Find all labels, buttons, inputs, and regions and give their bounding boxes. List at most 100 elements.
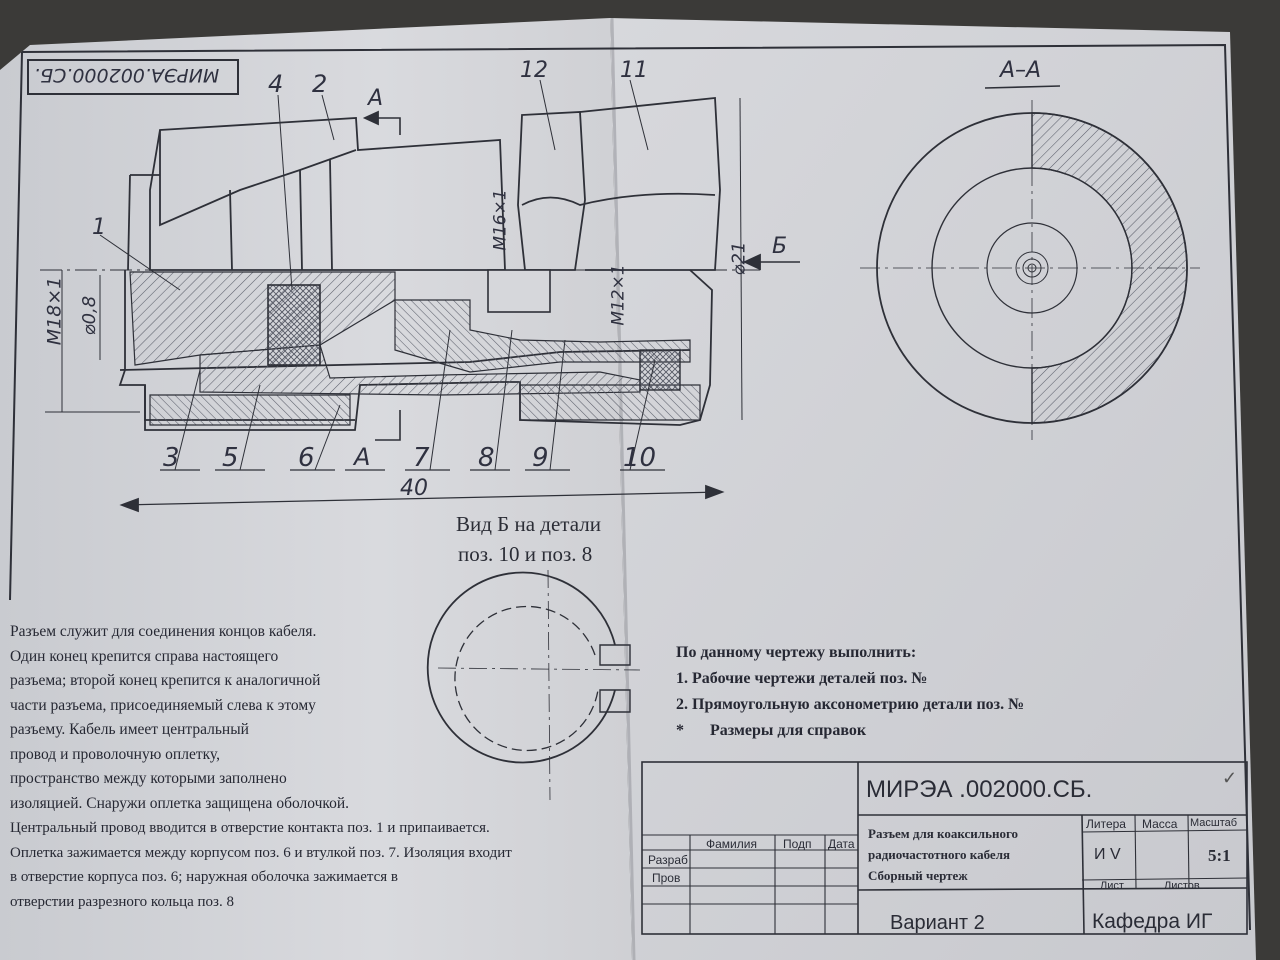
leader-1	[99, 234, 181, 291]
dim-40-arrow-right	[705, 484, 725, 500]
task-item-3-row: *Размеры для справок	[676, 718, 1024, 744]
pos-label-4: 4	[268, 70, 284, 98]
pos-label-6: 6	[298, 443, 315, 473]
nut-pos2-chamfer	[159, 130, 357, 227]
paper-right-page	[610, 18, 1256, 960]
tb-hdr-litera: Литера	[1086, 817, 1126, 831]
description-line: разъему. Кабель имеет центральный	[10, 721, 249, 738]
nut-edge-1	[229, 189, 233, 271]
leader-2	[321, 94, 335, 141]
nut-pos11	[579, 97, 721, 271]
contact-pos9	[487, 269, 551, 313]
description-line: в отверстие корпуса поз. 6; наружная обо…	[10, 869, 399, 885]
tb-sheet-label: Лист	[1100, 880, 1124, 892]
pos-label-9: 9	[532, 443, 549, 473]
task-item-3-mark: *	[676, 722, 684, 739]
leader-7	[429, 329, 451, 471]
arrowhead-b	[742, 253, 761, 271]
tb-hdr-scale: Масштаб	[1190, 817, 1238, 829]
tb-scale-value: 5:1	[1208, 846, 1231, 865]
nut-edge-2	[299, 169, 303, 271]
thread-m16-label: M16×1	[490, 189, 511, 251]
description-line: Разъем служит для соединения концов кабе…	[10, 623, 317, 640]
pos-label-2: 2	[312, 70, 328, 98]
section-a-a-title: А–А	[1000, 58, 1042, 83]
leader-3	[174, 369, 201, 471]
thread-m18-label: M18×1	[43, 276, 66, 346]
arrowhead-a-top	[362, 110, 379, 126]
description-line: Центральный провод вводится в отверстие …	[10, 820, 490, 836]
leader-5	[239, 384, 261, 471]
tb-check-mark: ✓	[1222, 768, 1238, 788]
view-b-axis-v	[547, 569, 551, 801]
nut-pos2-outline	[149, 117, 506, 271]
tb-hdr-line	[1081, 829, 1248, 833]
nut-arc	[521, 192, 716, 206]
description-line: отверстии разрезного кольца поз. 8	[10, 893, 234, 910]
paper-left-page	[0, 18, 632, 960]
section-a-label-top: А	[368, 86, 384, 111]
view-b-outer-arc	[426, 571, 616, 764]
nut-edge-3	[329, 159, 333, 271]
view-b	[426, 569, 641, 801]
diameter-08-label: ⌀0,8	[79, 295, 101, 336]
frame-left	[9, 51, 23, 601]
tb-divider-name	[857, 887, 1248, 891]
pos-label-11: 11	[620, 58, 648, 83]
leader-8	[494, 329, 513, 471]
description-line: части разъема, присоединяемый слева к эт…	[10, 696, 316, 714]
section-a-label-bottom: А	[354, 443, 371, 471]
section-a-a-underline	[984, 85, 1061, 89]
description-line: пространство между которыми заполнено	[10, 770, 287, 787]
ring-pos10	[639, 349, 681, 391]
leader-12	[539, 79, 556, 151]
view-b-arrow-label: Б	[772, 234, 788, 259]
tb-col-scale	[1187, 814, 1190, 889]
leader-4	[277, 94, 293, 291]
corner-stamp-text: МИРЭА.002000.СБ.	[34, 64, 220, 86]
assembly-drawing	[40, 79, 800, 513]
leader-9	[549, 339, 566, 471]
description-line: Один конец крепится справа настоящего	[10, 647, 279, 665]
tb-col-sign: Подп	[783, 837, 812, 851]
description-line: разъема; второй конец крепится к аналоги…	[10, 672, 321, 689]
hatch-ring-lower	[149, 394, 351, 426]
description-line: изоляцией. Снаружи оплетка защищена обол…	[10, 794, 350, 812]
view-b-title-line1: Вид Б на детали	[456, 512, 601, 536]
tb-code: МИРЭА .002000.СБ.	[866, 776, 1093, 803]
pos-label-1: 1	[92, 215, 106, 240]
tb-name-line1: Разъем для коаксильного	[868, 826, 1019, 841]
section-arrow-a-top	[372, 117, 401, 135]
insulator-pos4	[267, 284, 321, 366]
tb-litera-value: И V	[1094, 846, 1121, 863]
dim-line-d21	[739, 97, 743, 421]
tb-col-mass	[1134, 814, 1137, 889]
book-spine	[610, 17, 636, 960]
tb-divider-right	[1081, 814, 1085, 935]
pos-label-8: 8	[478, 443, 495, 473]
pos-label-12: 12	[520, 58, 548, 83]
leader-11	[629, 79, 649, 151]
tb-row-checked: Пров	[652, 871, 681, 885]
task-heading: По данному чертежу выполнить:	[676, 644, 917, 661]
task-item-1: 1. Рабочие чертежи деталей поз. №	[676, 670, 928, 687]
view-b-slots	[599, 644, 631, 713]
dim-40-arrow-left	[119, 497, 139, 513]
leader-6	[314, 404, 341, 471]
tb-name-line3: Сборный чертеж	[868, 868, 968, 883]
tb-row-developer: Разраб	[648, 853, 688, 867]
thread-m12-label: M12×1	[608, 264, 629, 326]
dim-40-line	[121, 491, 723, 506]
tb-hdr-mass: Масса	[1142, 817, 1178, 831]
frame-border	[21, 43, 1251, 931]
pos-label-10: 10	[623, 443, 657, 473]
diameter-21-label: ⌀21	[728, 241, 750, 276]
tb-sheet-line	[1081, 877, 1248, 881]
pos-label-5: 5	[222, 443, 239, 473]
title-block-frame	[641, 761, 1248, 935]
dimension-overall-label: 40	[400, 476, 428, 501]
tb-name-line2: радиочастотного кабеля	[868, 847, 1011, 862]
view-b-axis-h	[437, 667, 641, 671]
